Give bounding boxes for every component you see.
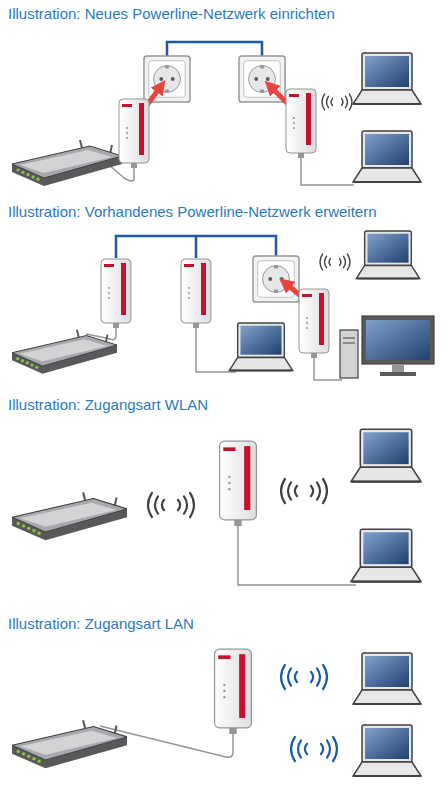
- laptop: [229, 323, 292, 371]
- section-heading: Illustration: Neues Powerline-Netzwerk e…: [8, 4, 335, 24]
- section-access-wlan: [12, 429, 421, 585]
- router: [12, 720, 127, 768]
- wall-socket: [144, 56, 190, 102]
- powerline-adapter: [215, 649, 252, 734]
- lan-cable: [238, 526, 356, 585]
- laptop: [351, 429, 421, 481]
- wifi-waves: [281, 479, 327, 503]
- mains-wire: [167, 42, 262, 56]
- powerline-adapter: [101, 259, 131, 328]
- wifi-waves: [322, 94, 352, 110]
- wifi-waves: [281, 665, 327, 689]
- lan-cable: [301, 158, 354, 185]
- router: [12, 492, 127, 540]
- section-new-network: [12, 42, 421, 186]
- section-heading: Illustration: Zugangsart WLAN: [8, 395, 208, 415]
- laptop: [356, 231, 419, 279]
- powerline-adapter: [220, 441, 257, 526]
- powerline-adapter: [181, 259, 211, 328]
- wifi-waves: [148, 493, 194, 517]
- section-access-lan: [12, 649, 421, 776]
- pc-and-tv: [340, 316, 434, 378]
- wifi-waves: [291, 737, 337, 761]
- mains-wire: [116, 236, 276, 258]
- router: [12, 330, 117, 374]
- powerline-adapter: [286, 89, 316, 158]
- laptop: [353, 53, 421, 104]
- laptop: [353, 131, 421, 182]
- lan-cable: [314, 358, 342, 380]
- router: [12, 140, 122, 186]
- laptop: [353, 725, 421, 776]
- laptop: [353, 653, 421, 704]
- wall-socket: [253, 256, 299, 302]
- wifi-waves: [320, 254, 350, 270]
- section-heading: Illustration: Vorhandenes Powerline-Netz…: [8, 202, 377, 222]
- section-heading: Illustration: Zugangsart LAN: [8, 614, 194, 634]
- powerline-adapter: [299, 289, 329, 358]
- lan-cable: [196, 328, 236, 372]
- laptop: [351, 529, 421, 581]
- powerline-adapter: [119, 99, 149, 168]
- section-extend-network: [12, 231, 434, 380]
